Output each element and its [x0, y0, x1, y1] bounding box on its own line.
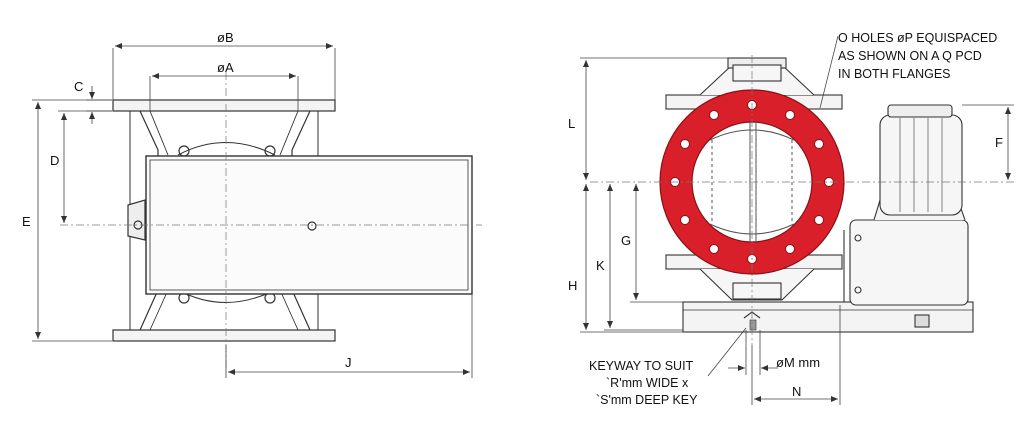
dim-label-K: K	[596, 258, 605, 273]
bolt-hole-icon	[680, 139, 690, 149]
top-flange	[112, 99, 336, 112]
keyway-note-line-1: KEYWAY TO SUIT	[589, 359, 694, 373]
holes-note-line-3: IN BOTH FLANGES	[838, 67, 951, 81]
bolt-hole-icon	[814, 139, 824, 149]
dim-label-C: C	[74, 79, 83, 94]
dim-label-H: H	[568, 278, 577, 293]
bolt-hole-icon	[814, 215, 824, 225]
left-dimensions	[32, 43, 473, 378]
motor	[879, 114, 963, 216]
dim-label-E: E	[22, 214, 31, 229]
bolt-hole-icon	[680, 215, 690, 225]
dim-label-M: øM mm	[776, 355, 820, 370]
bolt-hole-icon	[785, 244, 795, 254]
dim-label-B: øB	[217, 30, 234, 45]
dim-label-A: øA	[217, 60, 234, 75]
right-dimensions	[580, 35, 1014, 405]
dim-label-D: D	[50, 153, 59, 168]
dim-label-L: L	[568, 116, 575, 131]
bottom-flange	[112, 329, 336, 342]
dim-label-G: G	[621, 233, 631, 248]
dim-label-N: N	[792, 384, 801, 399]
bolt-hole-icon	[709, 110, 719, 120]
dim-label-J: J	[345, 355, 352, 370]
holes-note-line-2: AS SHOWN ON A Q PCD	[838, 49, 982, 63]
holes-note-line-1: O HOLES øP EQUISPACED	[838, 31, 997, 45]
keyway-note-line-3: `S'mm DEEP KEY	[596, 393, 698, 407]
holes-note: O HOLES øP EQUISPACED AS SHOWN ON A Q PC…	[838, 31, 997, 81]
bolt-hole-icon	[709, 244, 719, 254]
bolt-hole-icon	[785, 110, 795, 120]
keyway-note-line-2: `R'mm WIDE x	[606, 376, 689, 390]
keyway-note: KEYWAY TO SUIT `R'mm WIDE x `S'mm DEEP K…	[589, 359, 698, 407]
side-view	[112, 99, 473, 342]
dim-label-F: F	[995, 135, 1003, 150]
gearbox	[849, 219, 969, 306]
